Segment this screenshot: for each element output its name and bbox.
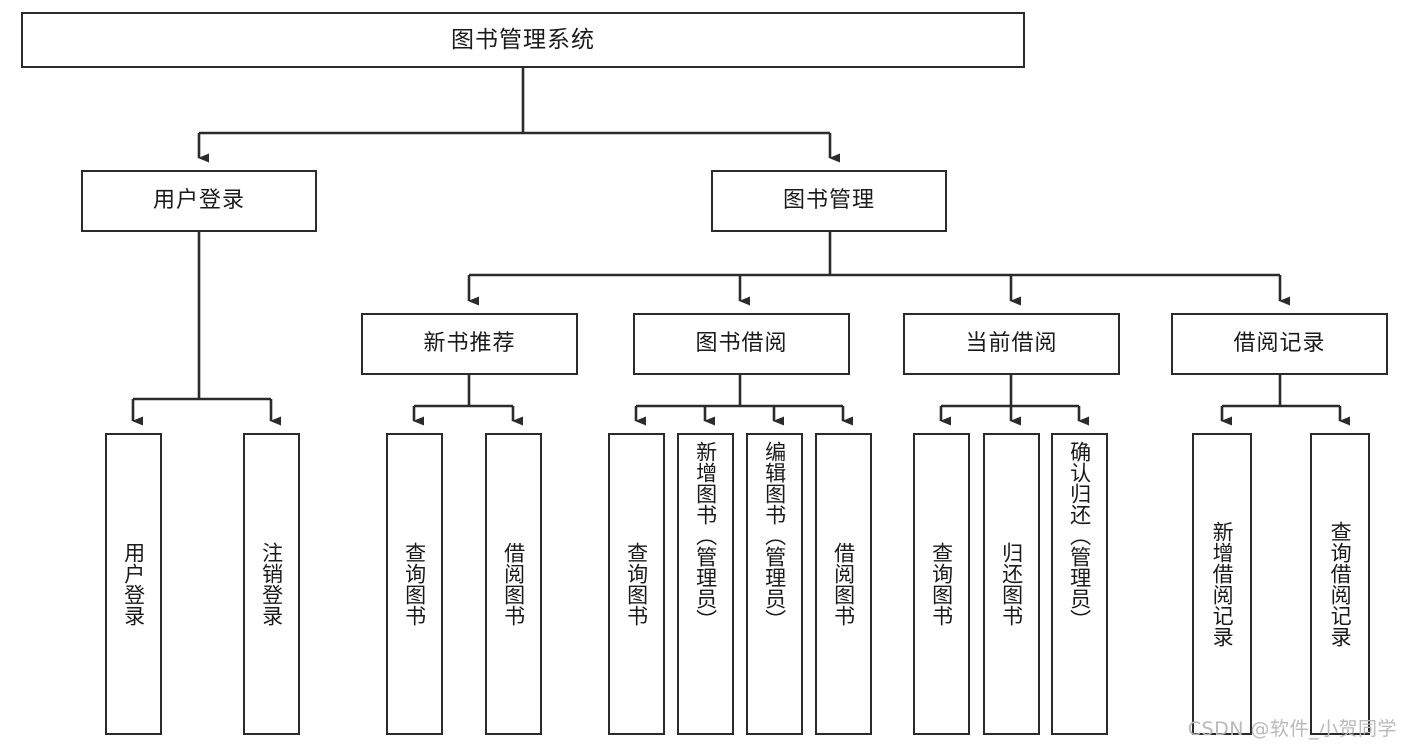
- leaf-current-borrow-return[interactable]: 归还图书: [983, 433, 1040, 735]
- node-current-borrow[interactable]: 当前借阅: [903, 313, 1120, 375]
- leaf-borrow-record-add[interactable]: 新增借阅记录: [1192, 433, 1252, 735]
- leaf-label: 注销登录: [259, 542, 284, 626]
- leaf-user-login-logout[interactable]: 注销登录: [243, 433, 300, 735]
- leaf-label: 查询借阅记录: [1328, 521, 1353, 647]
- node-book-borrow[interactable]: 图书借阅: [633, 313, 850, 375]
- leaf-label: 确认归还（管理员）: [1067, 441, 1092, 630]
- leaf-label: 新增借阅记录: [1210, 521, 1235, 647]
- node-user-login[interactable]: 用户登录: [81, 170, 317, 232]
- leaf-label: 编辑图书（管理员）: [762, 441, 787, 630]
- leaf-label: 查询图书: [402, 542, 427, 626]
- leaf-current-borrow-query[interactable]: 查询图书: [913, 433, 970, 735]
- node-root-system[interactable]: 图书管理系统: [21, 12, 1025, 68]
- leaf-book-borrow-add[interactable]: 新增图书（管理员）: [677, 433, 734, 735]
- leaf-new-book-query[interactable]: 查询图书: [386, 433, 443, 735]
- leaf-label: 借阅图书: [831, 542, 856, 626]
- leaf-borrow-record-query[interactable]: 查询借阅记录: [1310, 433, 1370, 735]
- leaf-new-book-borrow[interactable]: 借阅图书: [485, 433, 542, 735]
- leaf-label: 新增图书（管理员）: [693, 441, 718, 630]
- leaf-user-login-login[interactable]: 用户登录: [105, 433, 162, 735]
- leaf-book-borrow-borrow[interactable]: 借阅图书: [815, 433, 872, 735]
- leaf-label: 查询图书: [929, 542, 954, 626]
- node-book-management[interactable]: 图书管理: [711, 170, 947, 232]
- leaf-label: 归还图书: [999, 542, 1024, 626]
- node-borrow-record[interactable]: 借阅记录: [1171, 313, 1388, 375]
- node-new-book-recommend[interactable]: 新书推荐: [361, 313, 578, 375]
- leaf-book-borrow-query[interactable]: 查询图书: [608, 433, 665, 735]
- leaf-label: 用户登录: [121, 542, 146, 626]
- leaf-label: 借阅图书: [501, 542, 526, 626]
- leaf-current-borrow-confirm-return[interactable]: 确认归还（管理员）: [1051, 433, 1108, 735]
- leaf-label: 查询图书: [624, 542, 649, 626]
- leaf-book-borrow-edit[interactable]: 编辑图书（管理员）: [746, 433, 803, 735]
